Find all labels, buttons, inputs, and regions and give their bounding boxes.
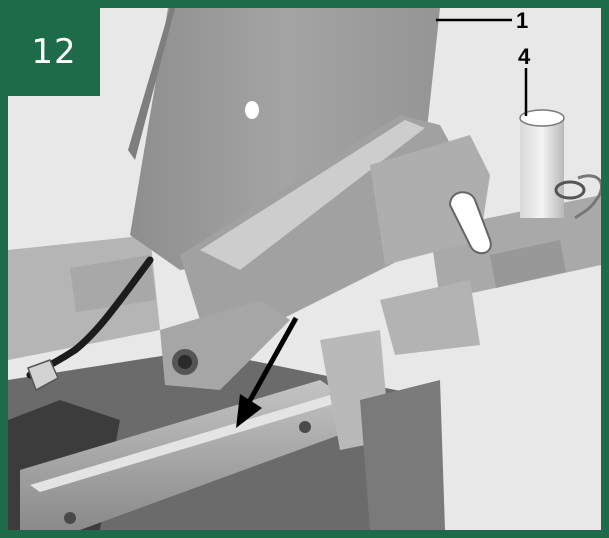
assembly-photo [8,8,601,530]
step-number-badge: 12 [8,8,100,96]
callout-label-4: 4 [518,44,531,69]
callout-label-1: 1 [516,8,529,33]
direction-arrow-head [236,394,262,428]
bottom-rail [20,380,380,530]
direction-arrow [245,316,299,406]
hitch-pin [520,118,564,218]
